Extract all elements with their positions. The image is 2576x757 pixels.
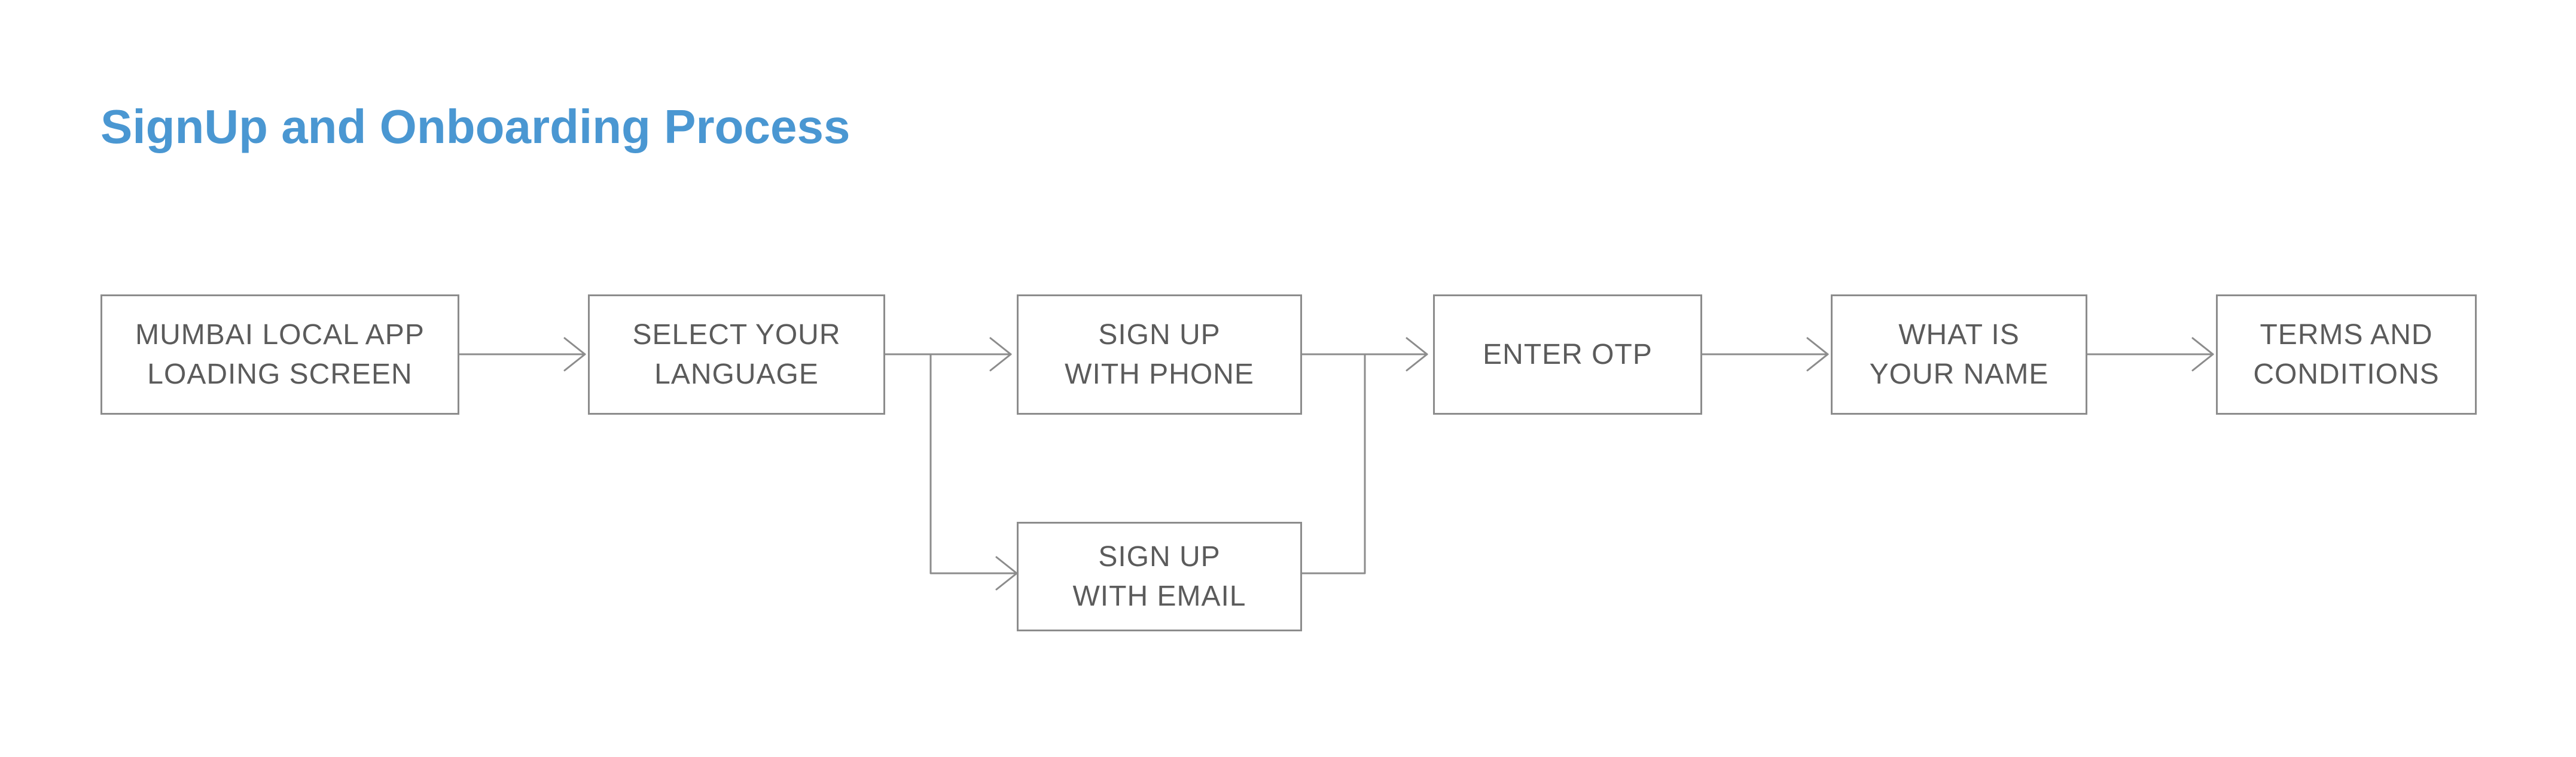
node-select-language: SELECT YOUR LANGUAGE (588, 294, 885, 415)
node-your-name-line1: WHAT IS (1898, 318, 2020, 351)
node-terms-conditions-line1: TERMS AND (2260, 318, 2433, 351)
arrowhead-otp (1406, 337, 1428, 372)
node-your-name: WHAT IS YOUR NAME (1831, 294, 2087, 415)
node-loading-screen: MUMBAI LOCAL APP LOADING SCREEN (100, 294, 459, 415)
node-your-name-line2: YOUR NAME (1869, 358, 2049, 390)
node-loading-screen-line2: LOADING SCREEN (147, 358, 413, 390)
node-select-language-line1: SELECT YOUR (632, 318, 841, 351)
node-signup-email-line2: WITH EMAIL (1072, 580, 1246, 612)
node-select-language-line2: LANGUAGE (654, 358, 819, 390)
arrowhead-language (563, 337, 586, 372)
node-loading-screen-line1: MUMBAI LOCAL APP (135, 318, 425, 351)
node-signup-email-line1: SIGN UP (1098, 540, 1221, 573)
page-title: SignUp and Onboarding Process (100, 100, 850, 153)
node-signup-phone-line1: SIGN UP (1098, 318, 1221, 351)
arrowhead-terms (2191, 337, 2214, 372)
node-enter-otp: ENTER OTP (1433, 294, 1702, 415)
node-signup-phone: SIGN UP WITH PHONE (1017, 294, 1302, 415)
node-enter-otp-line1: ENTER OTP (1483, 338, 1653, 370)
arrowhead-name (1806, 337, 1829, 372)
arrow-language-to-email (929, 353, 1018, 574)
node-terms-conditions: TERMS AND CONDITIONS (2216, 294, 2477, 415)
arrowhead-phone (989, 337, 1012, 372)
arrow-email-to-otp (1301, 353, 1366, 574)
node-terms-conditions-line2: CONDITIONS (2253, 358, 2440, 390)
node-signup-phone-line2: WITH PHONE (1065, 358, 1254, 390)
node-signup-email: SIGN UP WITH EMAIL (1017, 522, 1302, 631)
